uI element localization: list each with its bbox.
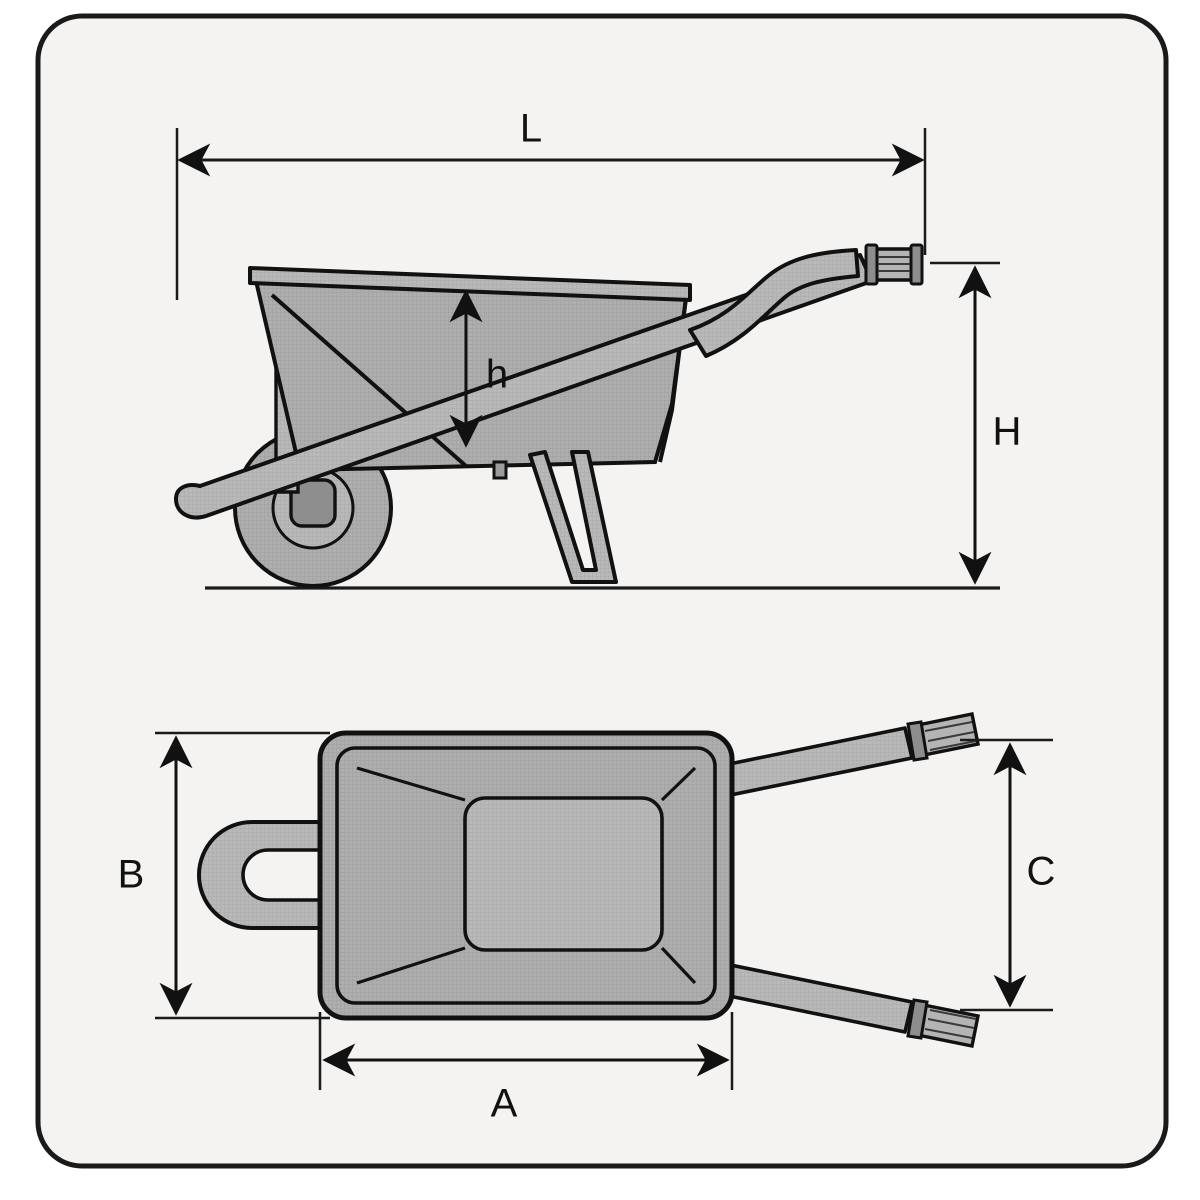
top-grip-upper-rib-2 <box>927 731 975 742</box>
dimension-h: h <box>449 289 508 448</box>
top-grip-lower-cap <box>906 998 929 1040</box>
top-tray-corner-line-tr <box>660 766 697 802</box>
top-tray-floor <box>463 796 664 952</box>
side-handle-grip <box>864 243 924 286</box>
top-wheel-fork-inner <box>241 848 330 902</box>
top-grip-upper-rib-1 <box>924 721 973 732</box>
side-view: L <box>174 107 1022 590</box>
top-grip-lower-rib-3 <box>929 1009 977 1020</box>
dimension-label-C: C <box>1027 850 1056 894</box>
top-tray-corner-line-bl <box>356 946 466 985</box>
top-tray-corner-line-tl <box>356 766 466 802</box>
dimension-L: L <box>175 107 927 300</box>
dimension-label-L: L <box>520 107 542 151</box>
dimension-B: B <box>118 731 330 1020</box>
dimension-A: A <box>318 1012 734 1126</box>
top-tray-inner <box>335 746 717 1005</box>
top-view: B <box>118 711 1056 1126</box>
top-tray-corner-line-br <box>660 946 697 985</box>
top-grip-lower <box>906 998 980 1049</box>
top-grip-upper <box>906 711 980 762</box>
side-tray-rim <box>248 266 692 302</box>
dimension-H: H <box>930 261 1022 585</box>
top-grip-lower-rib-1 <box>924 1028 973 1039</box>
side-stand-leg <box>528 450 618 584</box>
top-grip-lower-rib-2 <box>927 1018 975 1029</box>
dimension-label-H: H <box>993 410 1022 454</box>
top-grip-upper-cap <box>906 720 929 762</box>
side-support-strut <box>492 460 508 480</box>
grip-cap-left <box>864 243 879 286</box>
dimension-label-A: A <box>491 1082 518 1126</box>
grip-cap-right <box>909 243 924 286</box>
dimension-label-h: h <box>486 353 508 397</box>
dimension-label-B: B <box>118 853 145 897</box>
dimension-C: C <box>960 738 1056 1012</box>
top-grip-upper-rib-3 <box>929 740 977 751</box>
side-handle-bend <box>688 248 860 358</box>
side-tray <box>253 278 689 473</box>
